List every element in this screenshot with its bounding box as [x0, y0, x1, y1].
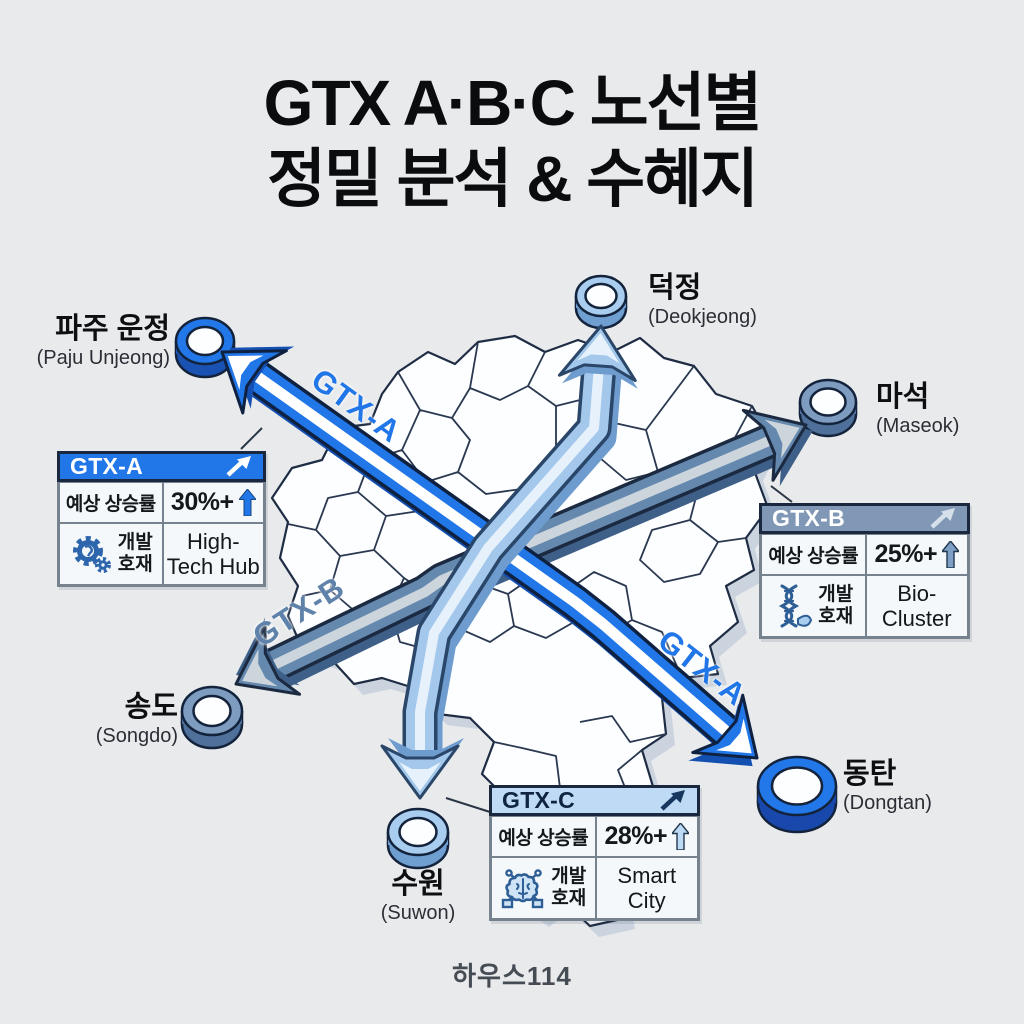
dev-label-line2: 호재 — [117, 554, 153, 575]
station-name-en: (Paju Unjeong) — [36, 347, 170, 370]
card-title-gtx-c: GTX-C — [502, 787, 576, 813]
rate-value-cell: 25%+ — [865, 534, 968, 575]
gtx-c-line-arrow — [402, 364, 622, 767]
station-name-kr: 동탄 — [843, 758, 897, 790]
gtx-b-line-arrow — [264, 424, 782, 689]
gtx-a-arrowhead-dongtan — [688, 693, 759, 767]
brand-watermark: 하우스114 — [452, 961, 572, 991]
station-name-en: (Maseok) — [876, 415, 960, 438]
station-label-dongtan: 동탄 (Dongtan) — [843, 758, 932, 815]
station-name-en: (Suwon) — [380, 902, 456, 925]
trend-up-icon — [930, 507, 955, 529]
station-marker-dongtan — [756, 755, 838, 834]
dev-label-line2: 호재 — [818, 606, 854, 627]
dev-label-line1: 개발 — [818, 583, 854, 605]
rate-value: 25%+ — [874, 540, 938, 568]
station-name-kr: 수원 — [391, 868, 445, 900]
gear-icon — [72, 536, 111, 573]
ai-brain-icon — [502, 869, 544, 909]
station-label-maseok: 마석 (Maseok) — [876, 381, 959, 438]
gtx-b-arrowhead-maseok — [741, 408, 813, 487]
station-label-paju-unjeong: 파주 운정 (Paju Unjeong) — [20, 313, 170, 370]
station-name-kr: 덕정 — [648, 272, 702, 304]
dev-theme-value: Bio- Cluster — [865, 575, 968, 637]
trend-up-icon — [660, 789, 685, 811]
dev-label-line1: 개발 — [117, 531, 153, 553]
rate-label: 예상 상승률 — [761, 534, 866, 575]
dev-value-line2: Cluster — [881, 606, 952, 631]
station-marker-maseok — [798, 378, 858, 438]
station-name-en: (Songdo) — [95, 725, 178, 748]
gtx-c-arrowhead-suwon — [380, 738, 464, 800]
station-name-kr: 마석 — [876, 381, 930, 413]
station-markers — [174, 274, 858, 870]
gtx-a-arrowhead-paju — [220, 346, 295, 415]
up-arrow-icon — [942, 541, 960, 568]
station-name-kr: 송도 — [124, 691, 178, 723]
card-title-gtx-a: GTX-A — [70, 453, 144, 479]
station-name-kr: 파주 운정 — [55, 313, 170, 345]
gtx-a-info-card: GTX-A 예상 상승률 30%+ — [57, 451, 266, 587]
gtx-c-info-card: GTX-C 예상 상승률 28%+ — [489, 785, 700, 921]
dev-value-line1: High- — [186, 528, 240, 554]
gtx-b-arrowhead-songdo — [234, 617, 302, 696]
card-connector-lines — [240, 427, 793, 813]
page-title: GTX A·B·C 노선별 정밀 분석 & 수혜지 — [0, 66, 1024, 217]
page-title-line1: GTX A·B·C 노선별 — [263, 67, 763, 139]
dev-theme-cell: 개발 호재 — [491, 857, 596, 919]
dev-value-line1: Bio- — [897, 580, 937, 606]
dev-label-line1: 개발 — [551, 865, 587, 887]
dev-theme-cell: 개발 호재 — [761, 575, 866, 637]
dna-leaf-icon — [779, 584, 813, 628]
station-label-songdo: 송도 (Songdo) — [28, 691, 178, 748]
dev-theme-value: Smart City — [595, 857, 698, 919]
dev-label-line2: 호재 — [551, 888, 587, 909]
arrowheads — [220, 324, 813, 800]
station-name-en: (Deokjeong) — [648, 306, 757, 329]
dev-theme-cell: 개발 호재 — [59, 523, 163, 585]
station-marker-deokjeong — [574, 274, 628, 330]
station-marker-suwon — [386, 807, 450, 870]
station-marker-songdo — [180, 685, 244, 750]
rate-value: 28%+ — [604, 822, 668, 850]
page-title-line2: 정밀 분석 & 수혜지 — [267, 142, 759, 215]
station-marker-paju — [174, 316, 236, 379]
gtx-a-line-arrow — [244, 360, 744, 753]
station-label-suwon: 수원 (Suwon) — [343, 868, 493, 925]
rate-label: 예상 상승률 — [491, 816, 596, 857]
station-name-en: (Dongtan) — [843, 792, 932, 815]
gtx-c-arrowhead-deokjeong — [557, 324, 638, 389]
trend-up-icon — [226, 455, 251, 477]
rate-label: 예상 상승률 — [59, 482, 163, 523]
rate-value-cell: 30%+ — [162, 482, 264, 523]
up-arrow-icon — [672, 823, 690, 850]
dev-value-line1: Smart — [617, 862, 677, 888]
dev-value-line2: Tech Hub — [166, 554, 260, 579]
rate-value: 30%+ — [170, 488, 234, 516]
dev-theme-value: High- Tech Hub — [162, 523, 264, 585]
dev-value-line2: City — [627, 888, 666, 913]
rate-value-cell: 28%+ — [595, 816, 698, 857]
up-arrow-icon — [238, 489, 256, 516]
station-label-deokjeong: 덕정 (Deokjeong) — [648, 272, 757, 329]
card-title-gtx-b: GTX-B — [772, 505, 846, 531]
gtx-b-info-card: GTX-B 예상 상승률 25%+ — [759, 503, 970, 639]
